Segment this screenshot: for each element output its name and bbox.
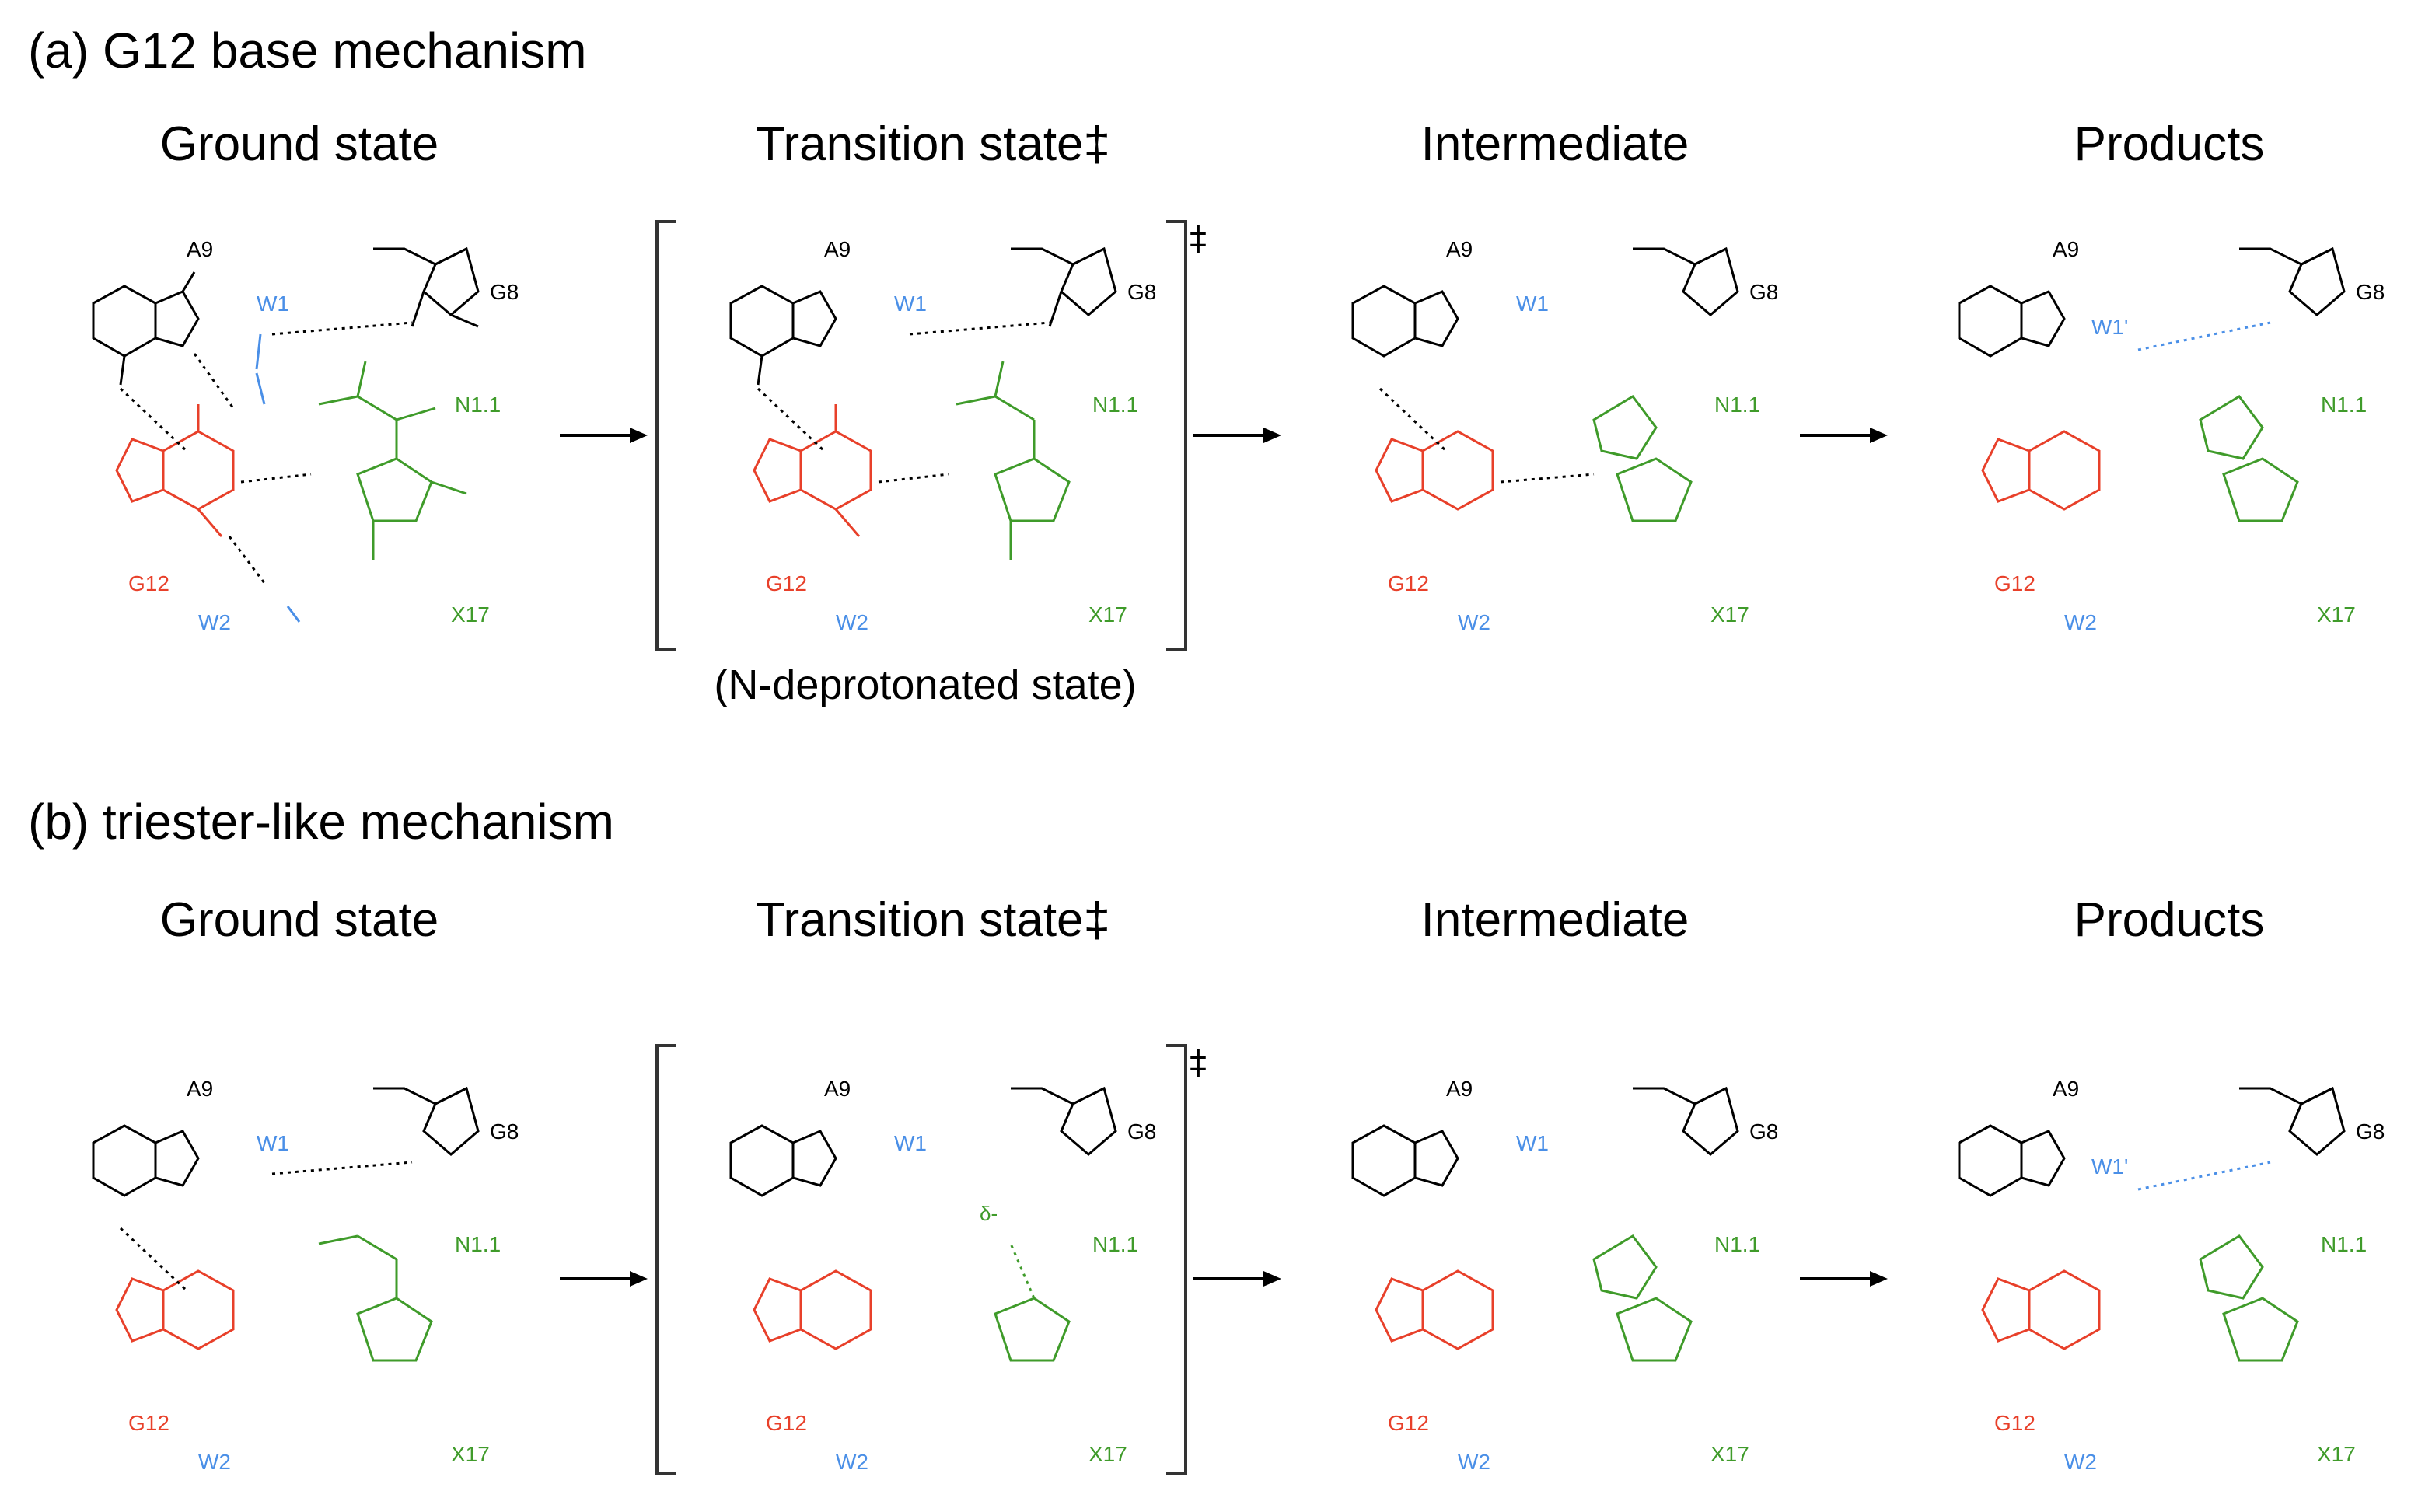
w2-label: W2 [836, 1450, 868, 1474]
x17-label: X17 [1710, 1442, 1749, 1466]
x17-label: X17 [451, 602, 490, 627]
stage-a-ground-title: Ground state [159, 117, 439, 171]
g8-label: G8 [1749, 280, 1778, 304]
ts-a-bracket [655, 220, 1187, 651]
delta-label: δ- [980, 1202, 998, 1225]
a9-label: A9 [2053, 237, 2079, 261]
x17-label: X17 [1088, 602, 1127, 627]
a9-label: A9 [1446, 1077, 1473, 1101]
w2-label: W2 [836, 610, 868, 634]
w1p-label: W1' [2091, 315, 2128, 339]
panel-a-intermediate: A9 G8 G12 X17 W1 W2 N1.1 [1291, 218, 1850, 653]
x17-label: X17 [451, 1442, 490, 1466]
w1-label: W1 [1516, 292, 1549, 316]
w2-label: W2 [2064, 1450, 2097, 1474]
g12-label: G12 [1994, 1411, 2035, 1435]
reaction-arrow-a1 [560, 428, 648, 443]
w1-label: W1 [894, 1131, 927, 1155]
reaction-arrow-a3 [1800, 428, 1888, 443]
section-b-title: (b) triester-like mechanism [28, 794, 614, 850]
w2-label: W2 [1458, 610, 1490, 634]
g8-label: G8 [490, 1119, 519, 1144]
g12-label: G12 [766, 1411, 807, 1435]
g8-label: G8 [2356, 1119, 2385, 1144]
panel-b-intermediate: A9 G8 G12 X17 W1 W2 N1.1 [1291, 1057, 1850, 1493]
x17-label: X17 [1088, 1442, 1127, 1466]
panel-a-products: A9 G8 G12 X17 W1' W2 N1.1 [1897, 218, 2425, 653]
panel-b-ground: A9 G8 G12 X17 W1 W2 N1.1 [31, 1057, 591, 1493]
w1-label: W1 [894, 292, 927, 316]
w1-label: W1 [257, 1131, 289, 1155]
n11-label: N1.1 [2321, 393, 2367, 417]
ts-a-note: (N-deprotonated state) [714, 662, 1137, 708]
g8-label: G8 [1127, 280, 1156, 304]
g12-label: G12 [1388, 1411, 1429, 1435]
w2-label: W2 [1458, 1450, 1490, 1474]
w1-label: W1 [1516, 1131, 1549, 1155]
x17-label: X17 [1710, 602, 1749, 627]
n11-label: N1.1 [1714, 393, 1760, 417]
n11-label: N1.1 [455, 393, 501, 417]
ts-b-bracket [655, 1044, 1187, 1475]
g8-label: G8 [2356, 280, 2385, 304]
g12-label: G12 [128, 571, 169, 595]
panel-a-ts: A9 G8 G12 X17 W1 W2 N1.1 [669, 218, 1228, 653]
section-a-title: (a) G12 base mechanism [28, 23, 587, 79]
n11-label: N1.1 [455, 1232, 501, 1256]
a9-label: A9 [824, 237, 851, 261]
stage-a-products-title: Products [2074, 117, 2265, 171]
g12-label: G12 [128, 1411, 169, 1435]
g12-label: G12 [1994, 571, 2035, 595]
stage-b-products-title: Products [2074, 893, 2265, 947]
g8-label: G8 [490, 280, 519, 304]
stage-b-ts-title: Transition state‡ [755, 893, 1111, 947]
w2-label: W2 [198, 610, 231, 634]
reaction-arrow-b1 [560, 1271, 648, 1287]
a9-label: A9 [187, 237, 213, 261]
stage-a-ts-title: Transition state‡ [755, 117, 1111, 171]
reaction-arrow-a2 [1193, 428, 1281, 443]
g8-label: G8 [1127, 1119, 1156, 1144]
stage-a-intermediate-title: Intermediate [1420, 117, 1689, 171]
g8-label: G8 [1749, 1119, 1778, 1144]
panel-a-ground: A9 G8 G12 X17 W1 W2 N1.1 [31, 218, 591, 653]
n11-label: N1.1 [1092, 1232, 1138, 1256]
stage-b-intermediate-title: Intermediate [1420, 893, 1689, 947]
w2-label: W2 [198, 1450, 231, 1474]
reaction-arrow-b2 [1193, 1271, 1281, 1287]
x17-label: X17 [2317, 1442, 2356, 1466]
x17-label: X17 [2317, 602, 2356, 627]
w1p-label: W1' [2091, 1154, 2128, 1179]
ts-a-double-dagger: ‡ [1190, 219, 1207, 259]
n11-label: N1.1 [2321, 1232, 2367, 1256]
a9-label: A9 [2053, 1077, 2079, 1101]
n11-label: N1.1 [1092, 393, 1138, 417]
panel-b-products: A9 G8 G12 X17 W1' W2 N1.1 [1897, 1057, 2425, 1493]
panel-b-ts: A9 G8 G12 X17 W1 W2 N1.1 δ- [669, 1057, 1228, 1493]
reaction-arrow-b3 [1800, 1271, 1888, 1287]
g12-label: G12 [766, 571, 807, 595]
a9-label: A9 [824, 1077, 851, 1101]
stage-b-ground-title: Ground state [159, 893, 439, 947]
a9-label: A9 [187, 1077, 213, 1101]
w2-label: W2 [2064, 610, 2097, 634]
g12-label: G12 [1388, 571, 1429, 595]
a9-label: A9 [1446, 237, 1473, 261]
ts-b-double-dagger: ‡ [1190, 1043, 1207, 1083]
w1-label: W1 [257, 292, 289, 316]
n11-label: N1.1 [1714, 1232, 1760, 1256]
